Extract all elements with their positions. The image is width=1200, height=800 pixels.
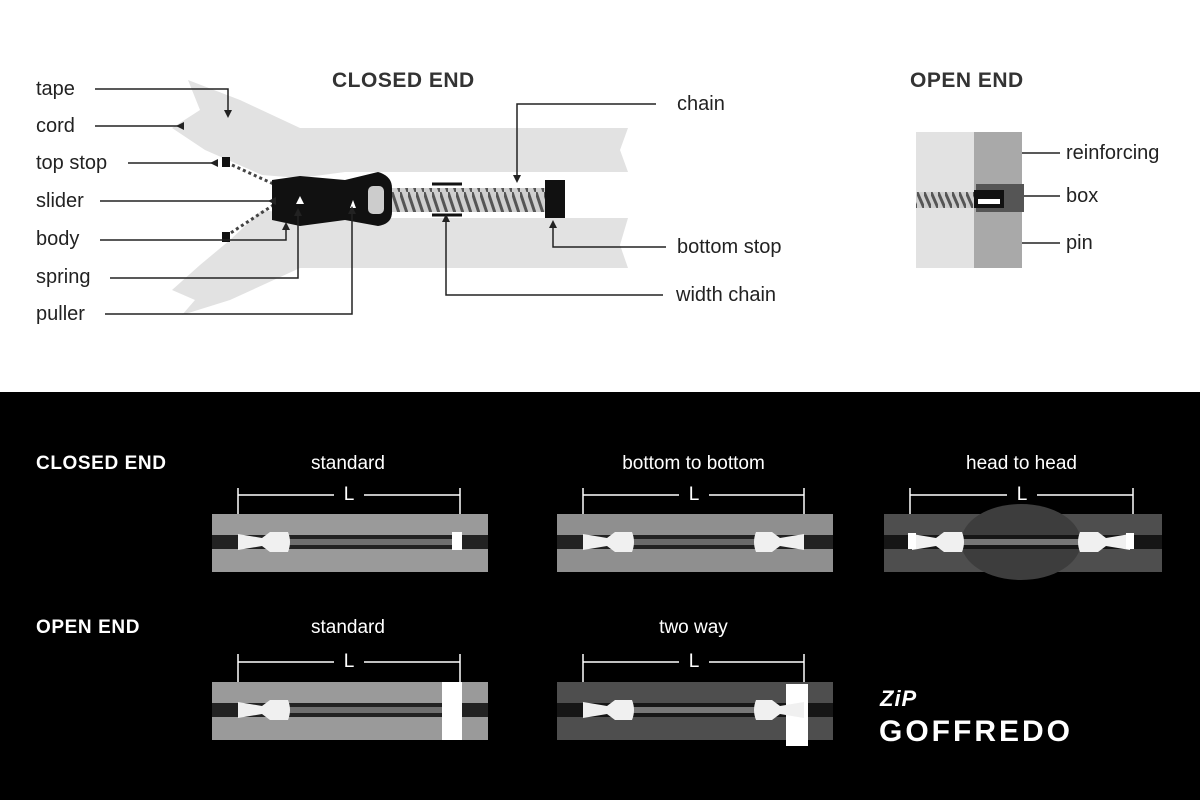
anatomy-drawing — [95, 80, 1060, 315]
label-bottom-stop: bottom stop — [677, 236, 782, 258]
chain — [378, 188, 546, 212]
lower-tape — [172, 210, 628, 315]
zipper-closed-bottom-to-bottom — [557, 514, 833, 572]
length-label: L — [343, 484, 355, 505]
label-spring: spring — [36, 266, 91, 288]
open-chain-arms — [225, 163, 279, 238]
label-chain: chain — [677, 93, 725, 115]
label-top-stop: top stop — [36, 152, 108, 174]
variant-closed-head-to-head: head to head — [966, 453, 1077, 474]
zipper-types-drawing — [212, 488, 1162, 746]
closed-end-diagram-title: CLOSED END — [332, 69, 475, 92]
logo-name: GOFFREDO — [879, 715, 1073, 748]
upper-tape — [172, 80, 628, 178]
anatomy-panel: CLOSED END OPEN END tape cord top stop s… — [0, 0, 1200, 392]
puller-slot — [368, 186, 384, 214]
label-cord: cord — [36, 115, 75, 137]
open-end-row-title: OPEN END — [36, 617, 141, 638]
label-tape: tape — [36, 78, 75, 100]
zipper-closed-standard — [212, 514, 488, 572]
bottom-stop — [545, 180, 565, 218]
variant-open-standard: standard — [311, 617, 385, 638]
label-reinforcing: reinforcing — [1066, 142, 1160, 164]
length-brackets — [237, 488, 1134, 684]
length-label: L — [343, 651, 355, 672]
closed-end-row-title: CLOSED END — [36, 453, 167, 474]
zipper-closed-head-to-head — [884, 504, 1162, 580]
open-end-diagram-title: OPEN END — [910, 69, 1024, 92]
top-stop-upper — [222, 157, 230, 167]
label-box: box — [1066, 185, 1099, 207]
variant-closed-standard: standard — [311, 453, 385, 474]
length-label: L — [688, 484, 700, 505]
zipper-types-panel: CLOSED END OPEN END standard bottom to b… — [0, 392, 1200, 800]
leader-lines — [95, 88, 1060, 315]
zipper-open-standard — [212, 682, 488, 740]
label-pin: pin — [1066, 232, 1093, 254]
label-body: body — [36, 228, 80, 250]
top-stop-lower — [222, 232, 230, 242]
label-width-chain: width chain — [676, 284, 777, 306]
variant-closed-bottom-to-bottom: bottom to bottom — [622, 453, 765, 474]
open-end-chain — [916, 192, 976, 208]
logo-zip: ZiP — [880, 686, 918, 711]
slider-body — [272, 172, 392, 226]
variant-open-two-way: two way — [659, 617, 728, 638]
zipper-open-two-way — [557, 682, 833, 746]
length-label: L — [1016, 484, 1028, 505]
label-puller: puller — [36, 303, 85, 325]
pin-highlight — [978, 199, 1000, 204]
label-slider: slider — [36, 190, 84, 212]
length-label: L — [688, 651, 700, 672]
